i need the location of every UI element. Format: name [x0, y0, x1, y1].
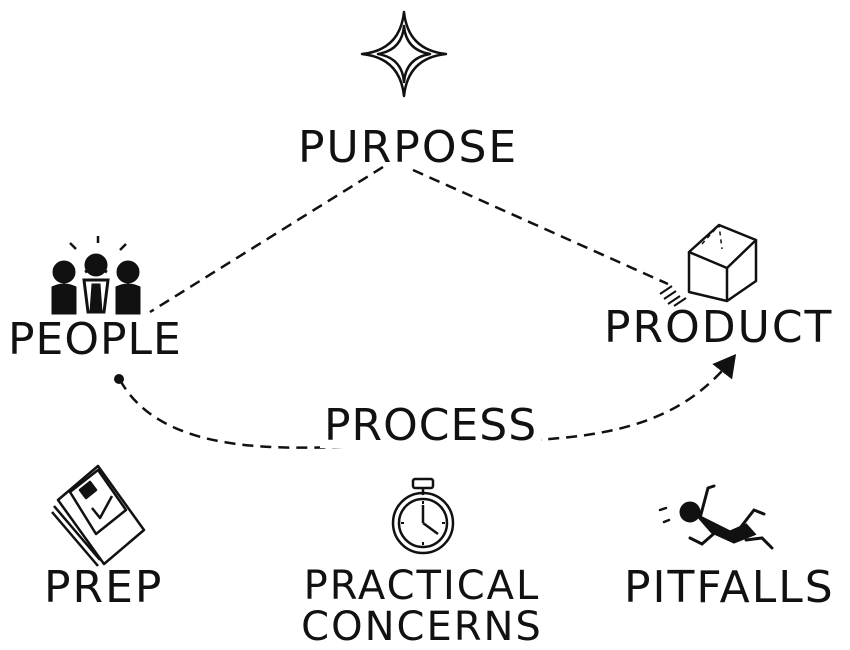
falling-person-icon — [658, 484, 774, 550]
purpose-people-connector — [149, 165, 384, 314]
product-label: PRODUCT — [604, 302, 834, 353]
process-start-dot — [114, 374, 124, 384]
four-point-star-icon — [360, 10, 448, 98]
people-label: PEOPLE — [8, 314, 182, 365]
clipboard-check-icon — [51, 464, 146, 567]
stopwatch-icon — [391, 477, 455, 555]
prep-label: PREP — [44, 562, 164, 613]
people-group-icon — [51, 236, 141, 315]
cube-icon — [659, 223, 758, 307]
pitfalls-label: PITFALLS — [624, 562, 835, 613]
practical-concerns-label: PRACTICAL CONCERNS — [301, 563, 543, 650]
purpose-label: PURPOSE — [298, 122, 519, 173]
process-label: PROCESS — [320, 404, 542, 448]
purpose-product-connector — [412, 168, 669, 286]
